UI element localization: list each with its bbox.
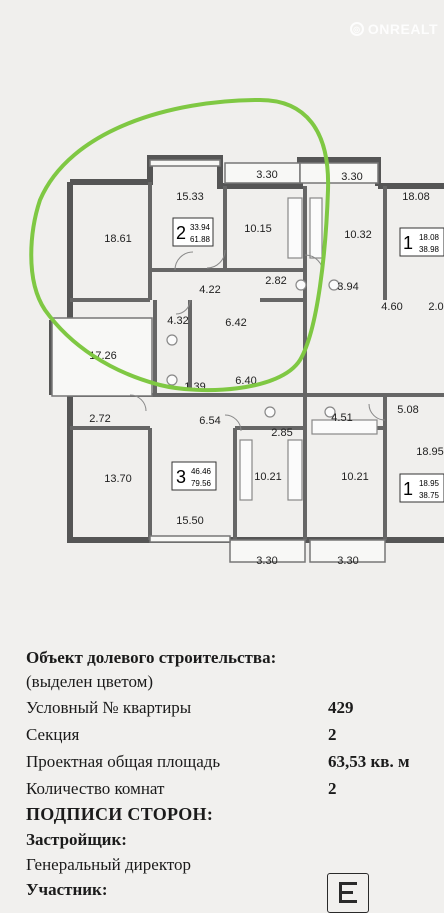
apartment-highlight (29, 97, 331, 393)
room-area: 2.85 (271, 427, 292, 439)
stamp-logo-icon (327, 873, 369, 913)
room-area: 3.30 (341, 171, 362, 183)
svg-text:1: 1 (403, 233, 413, 253)
room-area: 18.95 (416, 446, 444, 458)
row-label: Секция (26, 725, 80, 744)
svg-text:3: 3 (176, 467, 186, 487)
svg-text:46.46: 46.46 (191, 467, 212, 476)
svg-text:38.75: 38.75 (419, 491, 440, 500)
room-area: 2.0 (428, 301, 443, 313)
watermark-text: ONREALT (367, 21, 438, 37)
room-area: 6.42 (225, 317, 246, 329)
watermark: ◎ ONREALT (349, 21, 438, 37)
apartment-badge: 3 46.46 79.56 (171, 461, 217, 491)
room-area: 18.61 (104, 233, 132, 245)
signatures-heading: ПОДПИСИ СТОРОН: (26, 804, 214, 824)
room-area: 10.21 (341, 471, 369, 483)
apartment-badge: 1 18.95 38.75 (399, 473, 444, 503)
svg-text:38.98: 38.98 (419, 245, 440, 254)
apartment-badge: 1 18.08 38.98 (399, 227, 444, 257)
row-value: 2 (328, 779, 337, 798)
info-row: Количество комнат 2 (26, 775, 444, 802)
room-area: 10.32 (344, 229, 372, 241)
row-value: 63,53 кв. м (328, 752, 410, 771)
room-area: 6.54 (199, 415, 220, 427)
svg-text:33.94: 33.94 (190, 223, 211, 232)
room-area: 2.82 (265, 275, 286, 287)
row-value: 2 (328, 725, 337, 744)
room-area: 18.08 (402, 191, 430, 203)
svg-text:18.95: 18.95 (419, 479, 440, 488)
info-row: Проектная общая площадь 63,53 кв. м (26, 748, 444, 775)
svg-text:18.08: 18.08 (419, 233, 440, 242)
row-label: Проектная общая площадь (26, 752, 221, 771)
floor-plan: 18.61 15.33 10.15 2.82 4.22 4.32 6.42 1 7… (29, 97, 444, 567)
apartment-badge: 2 33.94 61.88 (172, 217, 214, 247)
info-subtitle: (выделен цветом) (26, 672, 154, 691)
svg-text:79.56: 79.56 (191, 479, 212, 488)
room-area: 4.22 (199, 284, 220, 296)
info-row: Секция 2 (26, 721, 444, 748)
room-area: 4.32 (167, 315, 188, 327)
participant-label: Участник: (26, 880, 108, 899)
room-area: 10.15 (244, 223, 272, 235)
info-row: Условный № квартиры 429 (26, 694, 444, 721)
svg-text:61.88: 61.88 (190, 235, 211, 244)
room-area: 3.30 (337, 555, 358, 567)
room-area: 15.33 (176, 191, 204, 203)
svg-text:1: 1 (403, 479, 413, 499)
info-title: Объект долевого строительства: (26, 648, 277, 667)
svg-text:2: 2 (176, 223, 186, 243)
room-area: 3.30 (256, 169, 277, 181)
room-area: 15.50 (176, 515, 204, 527)
room-area: 10.21 (254, 471, 282, 483)
row-label: Количество комнат (26, 779, 165, 798)
room-area: 4.60 (381, 301, 402, 313)
room-area: 2.72 (89, 413, 110, 425)
director-label: Генеральный директор (26, 855, 192, 874)
room-area: 4.51 (331, 412, 352, 424)
row-label: Условный № квартиры (26, 698, 192, 717)
room-area: 13.70 (104, 473, 132, 485)
room-area: 5.08 (397, 404, 418, 416)
room-area: 3.30 (256, 555, 277, 567)
row-value: 429 (328, 698, 354, 717)
onrealt-logo-icon: ◎ (349, 22, 364, 36)
developer-label: Застройщик: (26, 830, 127, 849)
room-area: 3.94 (337, 281, 358, 293)
apartment-info: Объект долевого строительства: (выделен … (26, 646, 444, 902)
